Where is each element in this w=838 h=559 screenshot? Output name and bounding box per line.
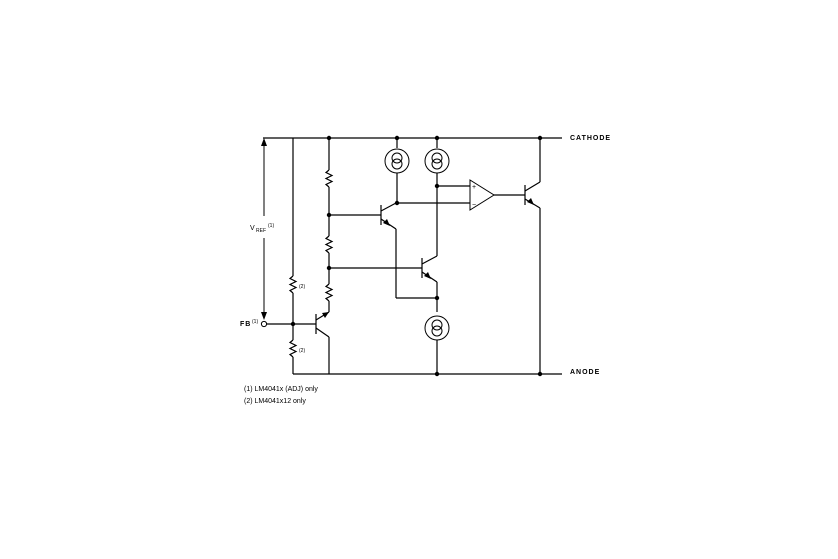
resistor-note-top: (2) [299, 284, 305, 290]
resistor-ladder [324, 135, 334, 312]
transistor-output [524, 135, 543, 377]
transistor-q1 [329, 202, 437, 299]
opamp-plus-sign: + [472, 184, 476, 191]
vref-label: V [250, 225, 255, 232]
vref-subscript: REF [256, 228, 266, 234]
opamp [469, 179, 525, 211]
transistor-q2 [329, 255, 440, 312]
anode-label: ANODE [570, 369, 600, 376]
transistor-fb [315, 311, 330, 374]
current-source-3 [424, 315, 450, 377]
current-source-2 [424, 135, 470, 256]
resistor-note-bottom: (2) [299, 348, 305, 354]
fb-label: FB [240, 321, 251, 328]
feedback-divider [288, 138, 298, 374]
cathode-label: CATHODE [570, 135, 611, 142]
opamp-minus-sign: − [472, 202, 476, 209]
vref-note: (1) [268, 223, 274, 229]
footnote-2: (2) LM4041x12 only [244, 398, 306, 405]
vref-dimension-arrow [261, 138, 267, 320]
fb-note: (1) [252, 319, 258, 325]
current-source-1 [384, 135, 410, 206]
footnote-1: (1) LM4041x (ADJ) only [244, 386, 318, 393]
fb-pin [260, 320, 316, 328]
